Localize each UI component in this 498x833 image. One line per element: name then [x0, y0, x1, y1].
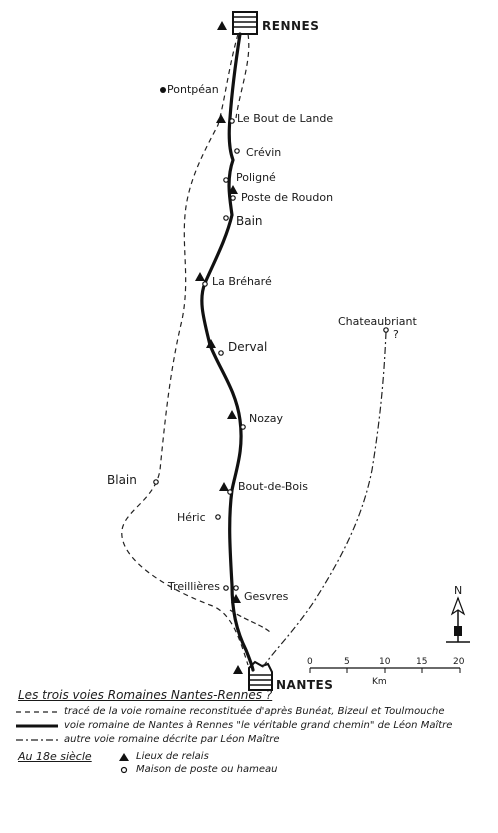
relais-markers [195, 21, 243, 674]
relais-derval [206, 339, 216, 348]
scale-bar: 0 5 10 15 20 Km [307, 657, 465, 687]
label-chateaubriant-query: ? [393, 328, 399, 341]
scale-tick-5: 5 [344, 657, 350, 667]
scale-tick-20: 20 [453, 657, 465, 667]
label-rennes: RENNES [262, 19, 319, 33]
label-gesvres: Gesvres [244, 590, 289, 603]
label-nantes: NANTES [276, 678, 333, 692]
legend-row-main: voie romaine de Nantes à Rennes "le véri… [14, 720, 484, 732]
nantes-city-symbol [248, 660, 273, 691]
century-label: Au 18e siècle [18, 750, 92, 763]
north-arrow: N [446, 584, 470, 643]
relais-bout-de-lande [216, 114, 226, 123]
relais-nantes [233, 665, 243, 674]
circle-icon [120, 766, 128, 773]
maison-nozay [240, 424, 246, 430]
triangle-icon [119, 752, 129, 761]
label-blain: Blain [107, 473, 137, 487]
label-crevin: Crévin [246, 146, 281, 159]
dashed-line-swatch [16, 711, 58, 713]
legend-relais-text: Lieux de relais [136, 751, 209, 762]
maison-treillieres [223, 585, 229, 591]
relais-poste-de-roudon [228, 185, 238, 194]
maison-brehare [202, 281, 208, 287]
dashdot-line-swatch [16, 739, 58, 741]
relais-rennes [217, 21, 227, 30]
north-label: N [454, 584, 462, 597]
label-heric: Héric [177, 511, 206, 524]
legend-other-text: autre voie romaine décrite par Léon Maît… [64, 734, 280, 745]
label-pontpean: Pontpéan [167, 83, 219, 96]
maison-blain [153, 479, 159, 485]
maison-markers [153, 118, 389, 591]
legend-title: Les trois voies Romaines Nantes-Rennes ? [18, 688, 273, 702]
legend: Les trois voies Romaines Nantes-Rennes ?… [14, 688, 484, 776]
reconstructed-road-west [121, 33, 249, 666]
legend-row-reconstructed: tracé de la voie romaine reconstituée d'… [14, 706, 484, 718]
label-bout-de-bois: Bout-de-Bois [238, 480, 308, 493]
legend-maison: Maison de poste ou hameau [118, 763, 277, 776]
rennes-city-symbol [232, 11, 258, 35]
legend-maison-text: Maison de poste ou hameau [136, 764, 278, 775]
label-nozay: Nozay [249, 412, 283, 425]
label-treillieres: Treillières [167, 580, 220, 593]
scale-tick-0: 0 [307, 657, 313, 667]
maison-poligne [223, 177, 229, 183]
relais-brehare [195, 272, 205, 281]
legend-reconstructed-text: tracé de la voie romaine reconstituée d'… [64, 706, 445, 717]
road-nantes-connector [229, 609, 271, 633]
label-brehare: La Bréharé [212, 275, 272, 288]
legend-relais: Lieux de relais [118, 750, 277, 763]
bold-line-swatch [16, 724, 58, 728]
maison-gesvres [233, 585, 239, 591]
relais-nozay [227, 410, 237, 419]
maison-bout-de-bois [227, 489, 233, 495]
maison-derval [218, 350, 224, 356]
maison-bout-de-lande [229, 118, 235, 124]
scale-unit: Km [372, 677, 387, 687]
label-chateaubriant: Chateaubriant [338, 315, 417, 328]
label-poligne: Poligné [236, 171, 276, 184]
maison-chateaubriant [383, 327, 389, 333]
label-bain: Bain [236, 214, 263, 228]
label-poste-de-roudon: Poste de Roudon [241, 191, 333, 204]
scale-tick-15: 15 [416, 657, 427, 667]
reconstructed-road-east [235, 33, 250, 119]
road-to-chateaubriant [261, 331, 387, 669]
maison-heric [215, 514, 221, 520]
maison-roudon [230, 195, 236, 201]
label-bout-de-lande: Le Bout de Lande [237, 112, 333, 125]
maison-crevin [234, 148, 240, 154]
relais-bout-de-bois [219, 482, 229, 491]
pontpean-dot [160, 87, 166, 93]
label-derval: Derval [228, 340, 267, 354]
legend-18th-century: Au 18e siècle Lieux de relais Maison de … [14, 750, 484, 776]
legend-main-text: voie romaine de Nantes à Rennes "le véri… [64, 720, 453, 731]
maison-bain [223, 215, 229, 221]
legend-row-other: autre voie romaine décrite par Léon Maît… [14, 734, 484, 746]
relais-gesvres [231, 594, 241, 603]
scale-tick-10: 10 [379, 657, 391, 667]
